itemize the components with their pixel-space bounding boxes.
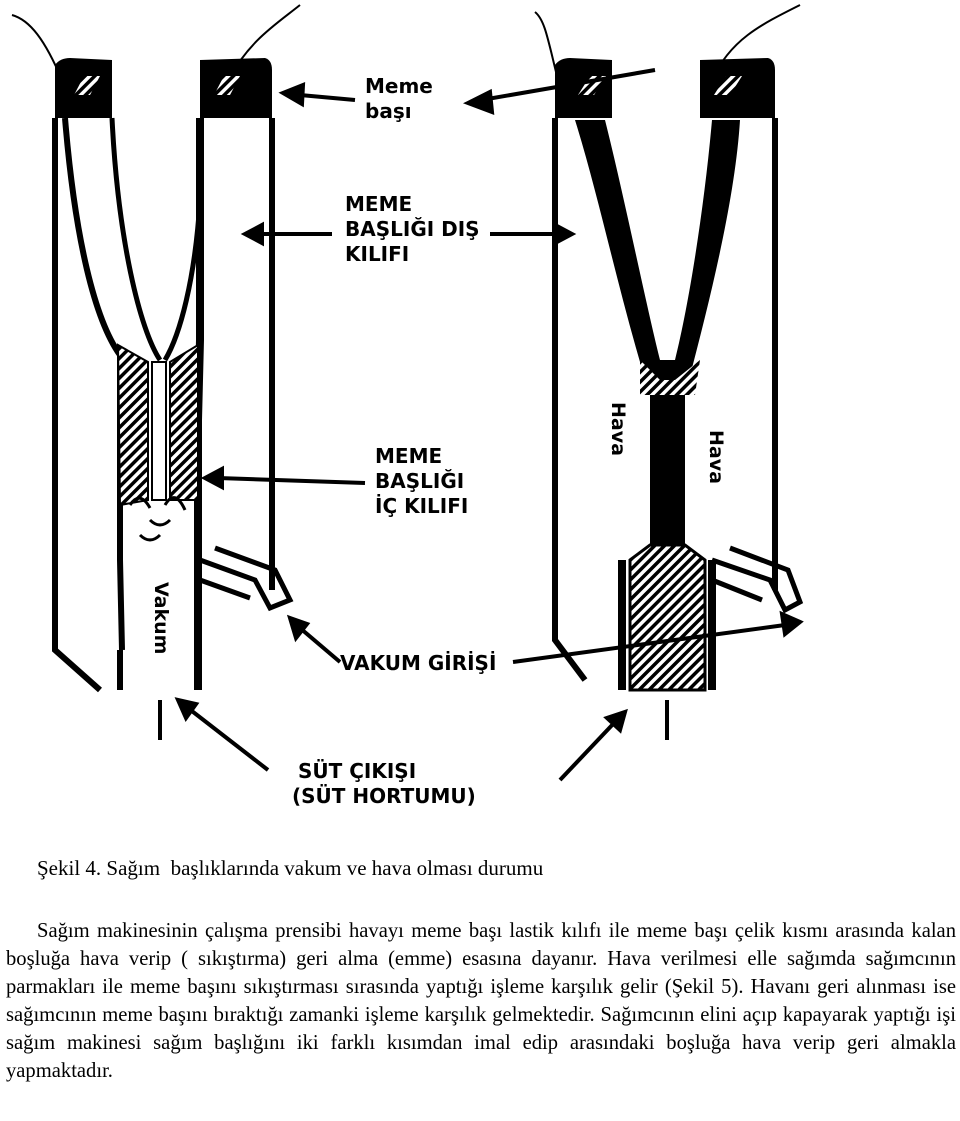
right-teat-cup [534, 4, 804, 692]
label-dis-kilif-1: MEME [345, 192, 412, 216]
label-vakum-girisi: VAKUM GİRİŞİ [340, 651, 496, 675]
annotation-arrows [158, 68, 804, 782]
label-dis-kilif-3: KILIFI [345, 242, 409, 266]
label-ic-kilif-1: MEME [375, 444, 442, 468]
diagram-labels: Meme başı MEME BAŞLIĞI DIŞ KILIFI MEME B… [150, 74, 727, 808]
label-ic-kilif-3: İÇ KILIFI [375, 494, 468, 518]
label-sut-cikisi-2: (SÜT HORTUMU) [292, 784, 476, 808]
figure-caption: Şekil 4. Sağım başlıklarında vakum ve ha… [37, 856, 544, 880]
label-hava-left-vertical: Hava [607, 402, 629, 456]
label-ic-kilif-2: BAŞLIĞI [375, 469, 464, 493]
body-paragraph: Sağım makinesinin çalışma prensibi havay… [6, 920, 956, 1083]
left-teat-cup [11, 4, 301, 693]
label-hava-right-vertical: Hava [705, 430, 727, 484]
teat-cup-diagram: Meme başı MEME BAŞLIĞI DIŞ KILIFI MEME B… [11, 4, 804, 808]
label-vakum-vertical: Vakum [150, 582, 172, 654]
label-meme-basi-1: Meme [365, 74, 433, 98]
label-meme-basi-2: başı [365, 99, 412, 123]
label-sut-cikisi-1: SÜT ÇIKIŞI [298, 759, 416, 783]
label-dis-kilif-2: BAŞLIĞI DIŞ [345, 217, 480, 241]
